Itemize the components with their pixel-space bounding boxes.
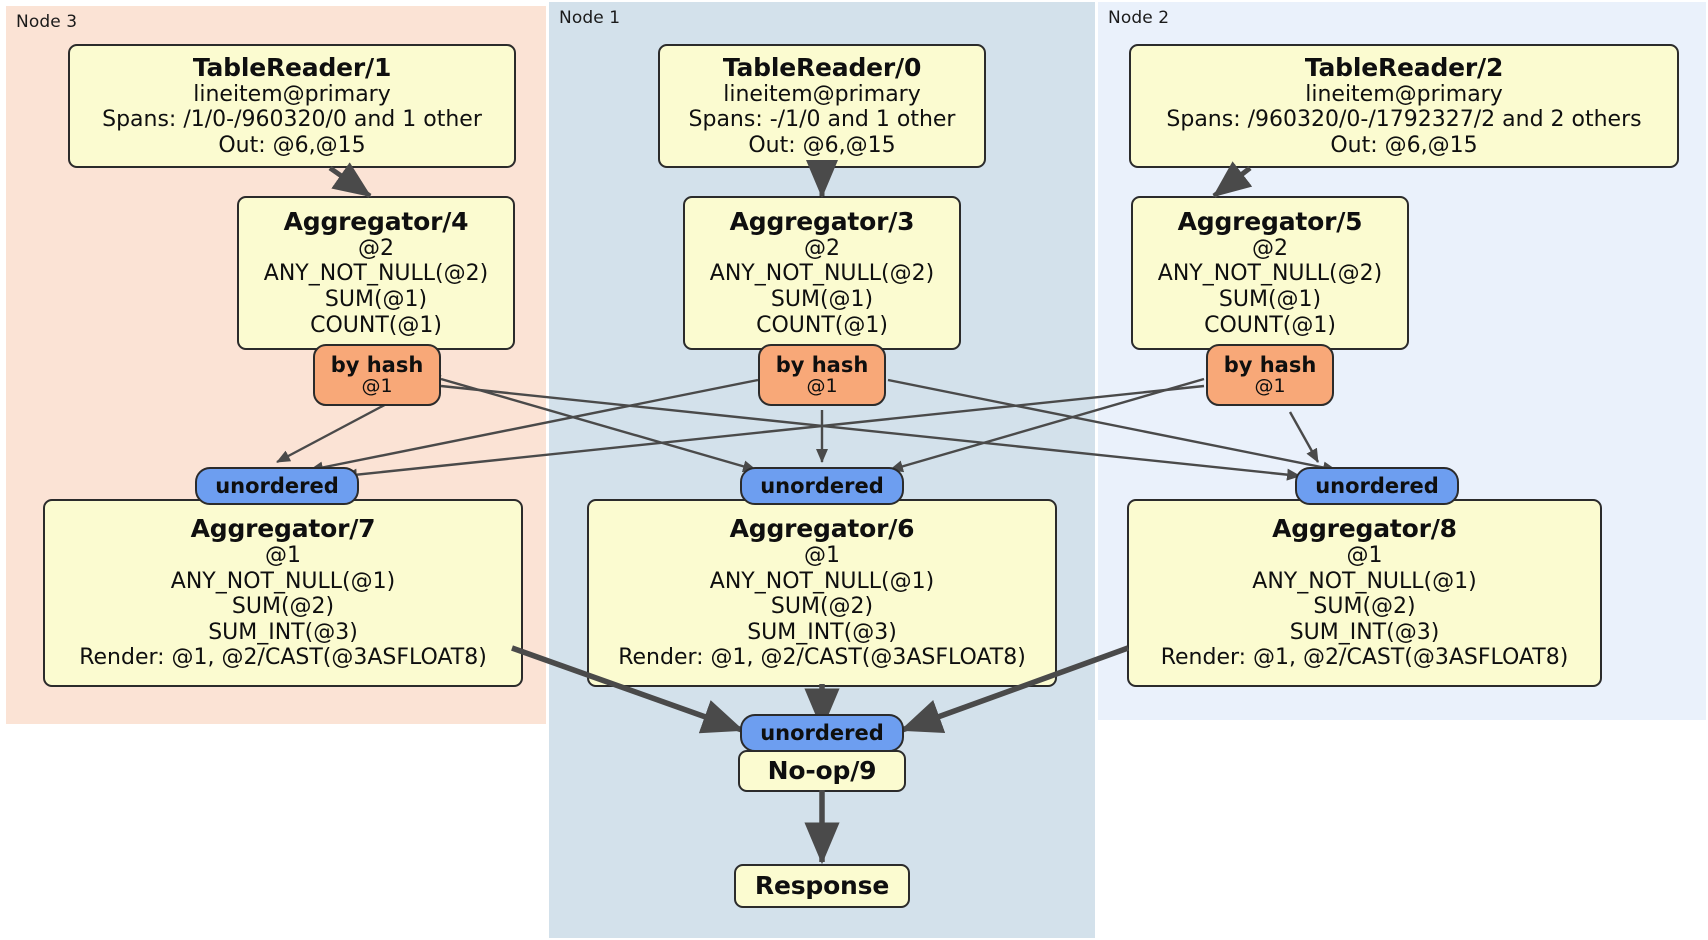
box-line: lineitem@primary <box>723 81 921 107</box>
box-line: SUM(@2) <box>1313 594 1416 620</box>
processor-box-tablereader1[interactable]: TableReader/1 lineitem@primary Spans: /1… <box>68 44 516 168</box>
router-sub: @1 <box>1254 374 1286 397</box>
box-title: No-op/9 <box>767 756 877 785</box>
box-line: Render: @1, @2/CAST(@3ASFLOAT8) <box>1160 645 1569 671</box>
box-line: Out: @6,@15 <box>748 132 896 158</box>
box-line: SUM(@2) <box>231 594 335 620</box>
box-line: Spans: /960320/0-/1792327/2 and 2 others <box>1166 107 1642 133</box>
node-panel-label: Node 1 <box>559 8 621 28</box>
box-title: Aggregator/3 <box>729 206 915 236</box>
box-line: ANY_NOT_NULL(@1) <box>1252 568 1477 594</box>
box-line: COUNT(@1) <box>756 312 888 338</box>
input-sync-unordered-left[interactable]: unordered <box>195 467 359 505</box>
box-line: SUM(@1) <box>770 287 874 312</box>
router-sub: @1 <box>806 374 838 397</box>
box-title: Aggregator/4 <box>283 206 469 236</box>
box-line: SUM(@1) <box>324 287 428 312</box>
processor-box-aggregator6[interactable]: Aggregator/6 @1 ANY_NOT_NULL(@1) SUM(@2)… <box>587 499 1057 687</box>
router-title: by hash <box>330 352 424 377</box>
box-line: ANY_NOT_NULL(@2) <box>263 261 489 287</box>
box-line: Render: @1, @2/CAST(@3ASFLOAT8) <box>79 645 487 671</box>
box-line: SUM(@1) <box>1218 287 1322 312</box>
processor-box-tablereader0[interactable]: TableReader/0 lineitem@primary Spans: -/… <box>658 44 986 168</box>
box-title: Aggregator/7 <box>190 514 376 544</box>
box-line: Out: @6,@15 <box>1330 132 1478 158</box>
box-line: Spans: -/1/0 and 1 other <box>688 107 956 133</box>
box-line: Spans: /1/0-/960320/0 and 1 other <box>102 107 482 133</box>
box-title: Aggregator/6 <box>729 514 915 544</box>
box-line: ANY_NOT_NULL(@2) <box>1157 261 1383 287</box>
box-line: lineitem@primary <box>1305 81 1503 107</box>
box-title: TableReader/2 <box>1304 52 1504 82</box>
processor-box-noop9[interactable]: No-op/9 <box>738 750 906 792</box>
processor-box-aggregator3[interactable]: Aggregator/3 @2 ANY_NOT_NULL(@2) SUM(@1)… <box>683 196 961 350</box>
router-title: by hash <box>775 352 869 377</box>
input-sync-unordered-final[interactable]: unordered <box>740 714 904 752</box>
box-line: ANY_NOT_NULL(@1) <box>170 568 396 594</box>
processor-box-tablereader2[interactable]: TableReader/2 lineitem@primary Spans: /9… <box>1129 44 1679 168</box>
box-title: Aggregator/8 <box>1272 514 1457 544</box>
box-title: TableReader/1 <box>192 52 392 82</box>
box-line: Out: @6,@15 <box>218 132 366 158</box>
box-line: @1 <box>265 543 301 569</box>
box-line: @2 <box>1252 235 1288 261</box>
box-line: Render: @1, @2/CAST(@3ASFLOAT8) <box>618 645 1026 671</box>
box-line: @2 <box>804 235 840 261</box>
output-router-hash-mid[interactable]: by hash @1 <box>758 344 886 406</box>
processor-box-response[interactable]: Response <box>734 864 910 908</box>
box-title: Aggregator/5 <box>1177 206 1363 236</box>
output-router-hash-left[interactable]: by hash @1 <box>313 344 441 406</box>
box-line: @1 <box>1346 543 1383 569</box>
box-line: SUM_INT(@3) <box>1289 619 1440 645</box>
processor-box-aggregator5[interactable]: Aggregator/5 @2 ANY_NOT_NULL(@2) SUM(@1)… <box>1131 196 1409 350</box>
box-line: @1 <box>804 543 840 569</box>
router-title: by hash <box>1223 352 1317 377</box>
box-line: COUNT(@1) <box>1204 312 1336 338</box>
output-router-hash-right[interactable]: by hash @1 <box>1206 344 1334 406</box>
processor-box-aggregator8[interactable]: Aggregator/8 @1 ANY_NOT_NULL(@1) SUM(@2)… <box>1127 499 1602 687</box>
box-line: SUM_INT(@3) <box>747 619 897 645</box>
node-panel-label: Node 2 <box>1108 8 1170 28</box>
box-line: @2 <box>358 235 394 261</box>
box-line: SUM(@2) <box>770 594 874 620</box>
box-line: COUNT(@1) <box>310 312 442 338</box>
box-title: Response <box>754 871 890 900</box>
box-line: SUM_INT(@3) <box>208 619 358 645</box>
input-sync-unordered-mid[interactable]: unordered <box>740 467 904 505</box>
box-title: TableReader/0 <box>722 52 922 82</box>
box-line: ANY_NOT_NULL(@2) <box>709 261 935 287</box>
box-line: ANY_NOT_NULL(@1) <box>709 568 935 594</box>
router-sub: @1 <box>361 374 393 397</box>
node-panel-label: Node 3 <box>16 12 78 32</box>
processor-box-aggregator7[interactable]: Aggregator/7 @1 ANY_NOT_NULL(@1) SUM(@2)… <box>43 499 523 687</box>
input-sync-unordered-right[interactable]: unordered <box>1295 467 1459 505</box>
box-line: lineitem@primary <box>193 81 391 107</box>
processor-box-aggregator4[interactable]: Aggregator/4 @2 ANY_NOT_NULL(@2) SUM(@1)… <box>237 196 515 350</box>
